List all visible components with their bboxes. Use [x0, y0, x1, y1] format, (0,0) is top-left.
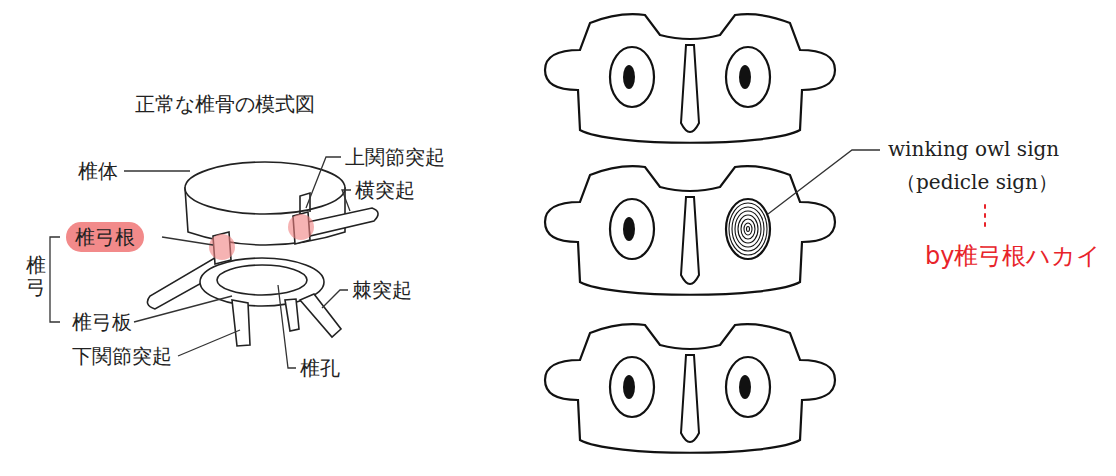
leader-line [178, 330, 240, 356]
leader-line [768, 150, 880, 214]
leader-lines [50, 157, 351, 368]
sign-label: winking owl sign [888, 137, 1059, 161]
spiral-pedicle [726, 199, 770, 259]
group-label: 椎弓 [26, 254, 46, 298]
spinous-process [300, 294, 341, 337]
inferior-articular-process [232, 300, 250, 346]
leader-line [134, 296, 232, 322]
part-label: 椎弓板 [72, 310, 132, 334]
leader-line [278, 285, 296, 368]
part-label: 上関節突起 [345, 145, 445, 169]
pedicle-highlight [209, 234, 235, 260]
part-label: 椎体 [78, 159, 118, 183]
vertebra [545, 324, 835, 452]
highlight-box: 椎弓根 [66, 222, 144, 252]
leader-line [322, 290, 348, 308]
inferior-articular-process [285, 299, 299, 331]
part-label: 椎弓根 [75, 225, 135, 249]
bracket [50, 237, 60, 322]
leader-line [342, 190, 351, 211]
transverse-process [308, 208, 378, 236]
red-dots [984, 205, 986, 226]
figure-title: 正常な椎骨の模式図 [135, 92, 315, 116]
leader-line [124, 170, 190, 171]
vertebra [545, 14, 835, 142]
part-label: 下関節突起 [72, 344, 172, 368]
vertebra-schematic [147, 162, 378, 346]
sign-label: （pedicle sign） [896, 170, 1058, 194]
leader-line [162, 237, 213, 245]
spine-ap-view [545, 14, 985, 452]
leader-line [306, 157, 341, 208]
part-label: 横突起 [355, 178, 415, 202]
pedicle-highlight [288, 214, 314, 240]
handwritten-note: by椎弓根ハカイ [925, 244, 1101, 268]
part-label: 椎孔 [300, 356, 340, 380]
superior-articular-process [300, 193, 310, 214]
vertebra [545, 166, 835, 294]
part-label: 棘突起 [352, 278, 412, 302]
